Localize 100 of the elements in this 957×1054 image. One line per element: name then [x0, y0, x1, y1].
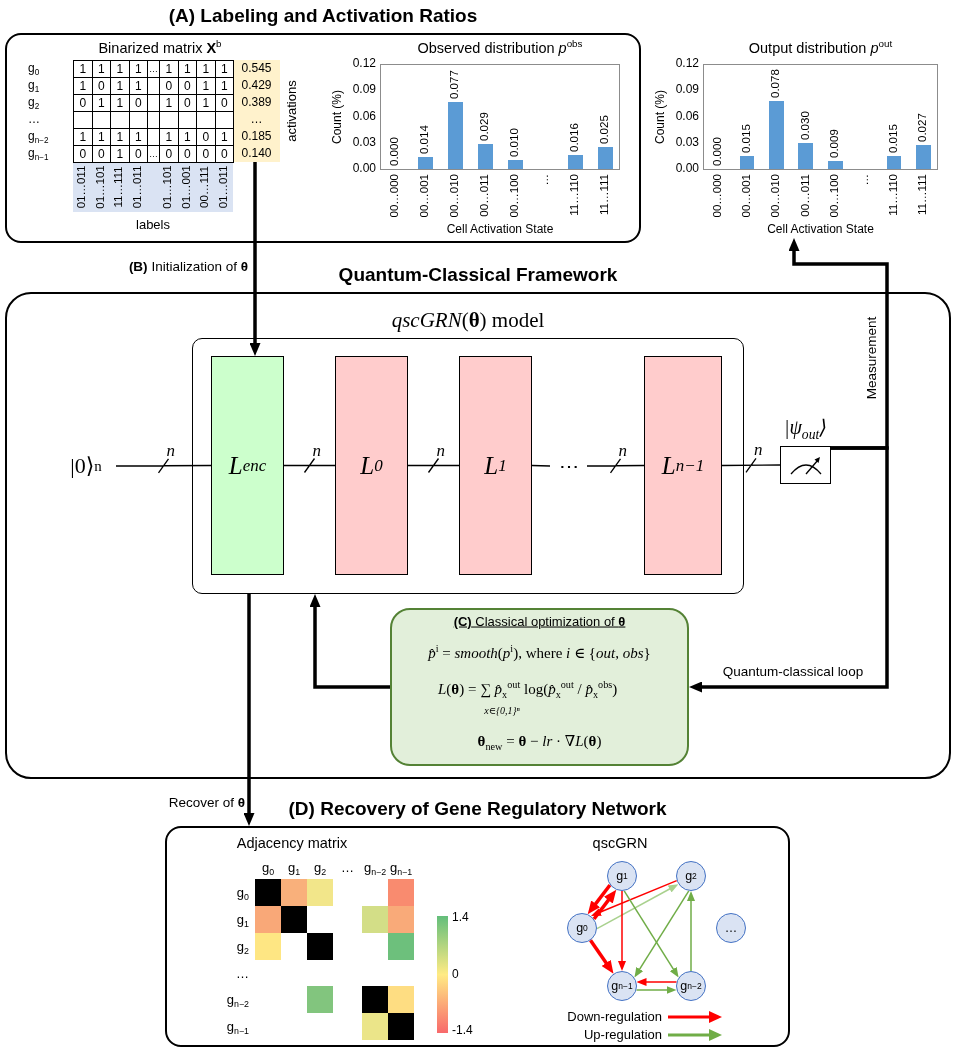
axis-title: Cell Activation State — [446, 223, 554, 237]
matrix-cell: 0 — [214, 145, 234, 163]
circuit-wire — [407, 457, 460, 474]
data-label: 0.015 — [740, 124, 754, 153]
data-label: 0.000 — [388, 137, 402, 166]
edge-label: n — [754, 440, 763, 460]
tick-label: 0.06 — [675, 109, 699, 124]
category-label: 11…110 — [568, 174, 582, 216]
edge-label: Recover of θ — [168, 795, 245, 811]
scale-label: -1.4 — [452, 1024, 473, 1038]
label-band — [73, 162, 233, 212]
data-label: 0.078 — [769, 68, 783, 98]
tick-label: 0.00 — [352, 162, 376, 176]
category-label: 00…001 — [418, 174, 432, 218]
row-label: g$_{2}$ — [28, 95, 40, 110]
category-label: 11…110 — [887, 174, 901, 216]
row-label: g$_{n−1}$ — [28, 146, 49, 161]
data-label: 0.010 — [508, 128, 522, 158]
row-label: … — [28, 112, 40, 127]
category-label: … — [538, 174, 552, 186]
category-label: 00…010 — [769, 174, 783, 218]
arrow — [591, 879, 678, 916]
axis-title: Cell Activation State — [767, 223, 874, 237]
edge-label: n — [312, 440, 321, 461]
legend-label: Down-regulation — [567, 1009, 662, 1025]
state-label: |ψ$_{out}$⟩ — [783, 415, 828, 439]
panel-heading: Quantum-Classical Framework — [338, 264, 618, 286]
edge-label: n — [618, 441, 627, 461]
panel-heading: (A) Labeling and Activation Ratios — [168, 5, 478, 27]
activation-value: 0.389 — [241, 95, 272, 110]
row-label: g$_{1}$ — [236, 912, 249, 927]
arrow — [623, 890, 679, 978]
category-label: 11…111 — [916, 174, 930, 215]
category-label: 00…100 — [828, 174, 842, 218]
data-label: 0.009 — [828, 129, 842, 159]
circuit-wire — [721, 457, 781, 473]
scale-label: 1.4 — [452, 911, 469, 925]
row-label: g$_{0}$ — [28, 61, 40, 76]
category-label: 00…011 — [478, 174, 492, 217]
activation-value: 0.185 — [241, 129, 272, 144]
arrow — [596, 884, 679, 930]
tick-label: 0.09 — [675, 83, 699, 98]
activation-value: … — [250, 112, 263, 127]
circuit-wire — [283, 457, 336, 474]
data-label: 0.015 — [887, 124, 901, 153]
band-caption: labels — [136, 217, 170, 233]
category-label: 00…000 — [711, 174, 725, 218]
edge-label: n — [436, 440, 445, 461]
state-label: 01…001 — [180, 165, 194, 209]
state-label: 00…111 — [198, 166, 212, 208]
row-label: g$_{2}$ — [236, 939, 249, 954]
matrix-title: Binarized matrix X$^{b}$ — [98, 39, 222, 57]
edge-label: Measurement — [864, 316, 880, 400]
box-heading: (C) Classical optimization of θ — [453, 614, 626, 630]
category-label: 00…100 — [508, 174, 522, 218]
axis-title: Count (%) — [331, 89, 345, 144]
formula: L(θ) = ∑ p̂$_{x}$$^{out}$ log(p̂$_{x}$$^{out}$ / p̂$_{x}$$^{obs}$) — [438, 681, 618, 699]
tick-label: 0.06 — [352, 109, 376, 124]
ellipsis-label: ⋯ — [550, 456, 587, 476]
formula: θ$_{new}$ = θ − lr · ∇L(θ) — [477, 733, 602, 751]
data-label: 0.029 — [478, 111, 492, 141]
circuit-wire — [115, 458, 212, 474]
state-label: 01…101 — [161, 165, 175, 209]
arrow — [687, 891, 695, 972]
column-label: g$_{0}$ — [261, 860, 275, 876]
row-label: g$_{n−2}$ — [28, 129, 49, 144]
formula: p̂$^{i}$ = smooth(p$^{i}$), where i ∈ {out, obs} — [428, 645, 651, 663]
activation-column — [233, 60, 280, 162]
category-label: 00…000 — [388, 174, 402, 218]
tick-label: 0.03 — [675, 135, 699, 150]
gene-node: … — [716, 913, 746, 943]
state-label: 01…011 — [131, 165, 145, 209]
arrow — [635, 986, 677, 994]
circuit-wire — [586, 458, 645, 474]
sum-index: x∈{0,1}ⁿ — [484, 705, 520, 717]
column-label: g$_{1}$ — [287, 860, 301, 876]
arrow — [589, 939, 614, 974]
column-label: … — [341, 860, 354, 876]
network-title: qscGRN — [592, 834, 648, 852]
activation-value: 0.545 — [241, 61, 272, 76]
row-label: g$_{n−1}$ — [226, 1019, 249, 1034]
data-label: 0.077 — [448, 69, 462, 99]
arrow — [636, 978, 678, 986]
category-label: 00…001 — [740, 174, 754, 218]
row-label: g$_{1}$ — [28, 78, 40, 93]
edge-label: (B) Initialization of θ — [128, 259, 248, 275]
axis-title: Count (%) — [654, 89, 668, 144]
column-caption: activations — [284, 80, 300, 142]
optimization-box — [390, 608, 689, 766]
data-label: 0.025 — [598, 115, 612, 145]
row-label: g$_{0}$ — [236, 885, 249, 900]
matrix-cell: 1 — [73, 60, 93, 78]
arrow — [618, 890, 626, 971]
data-label: 0.014 — [418, 124, 432, 154]
category-label: 00…011 — [799, 174, 813, 217]
circuit-wire — [531, 464, 551, 467]
data-label: 0.000 — [711, 137, 725, 166]
matrix-title: Adjacency matrix — [236, 834, 348, 852]
row-label: … — [236, 966, 249, 981]
meter-box — [780, 446, 831, 484]
